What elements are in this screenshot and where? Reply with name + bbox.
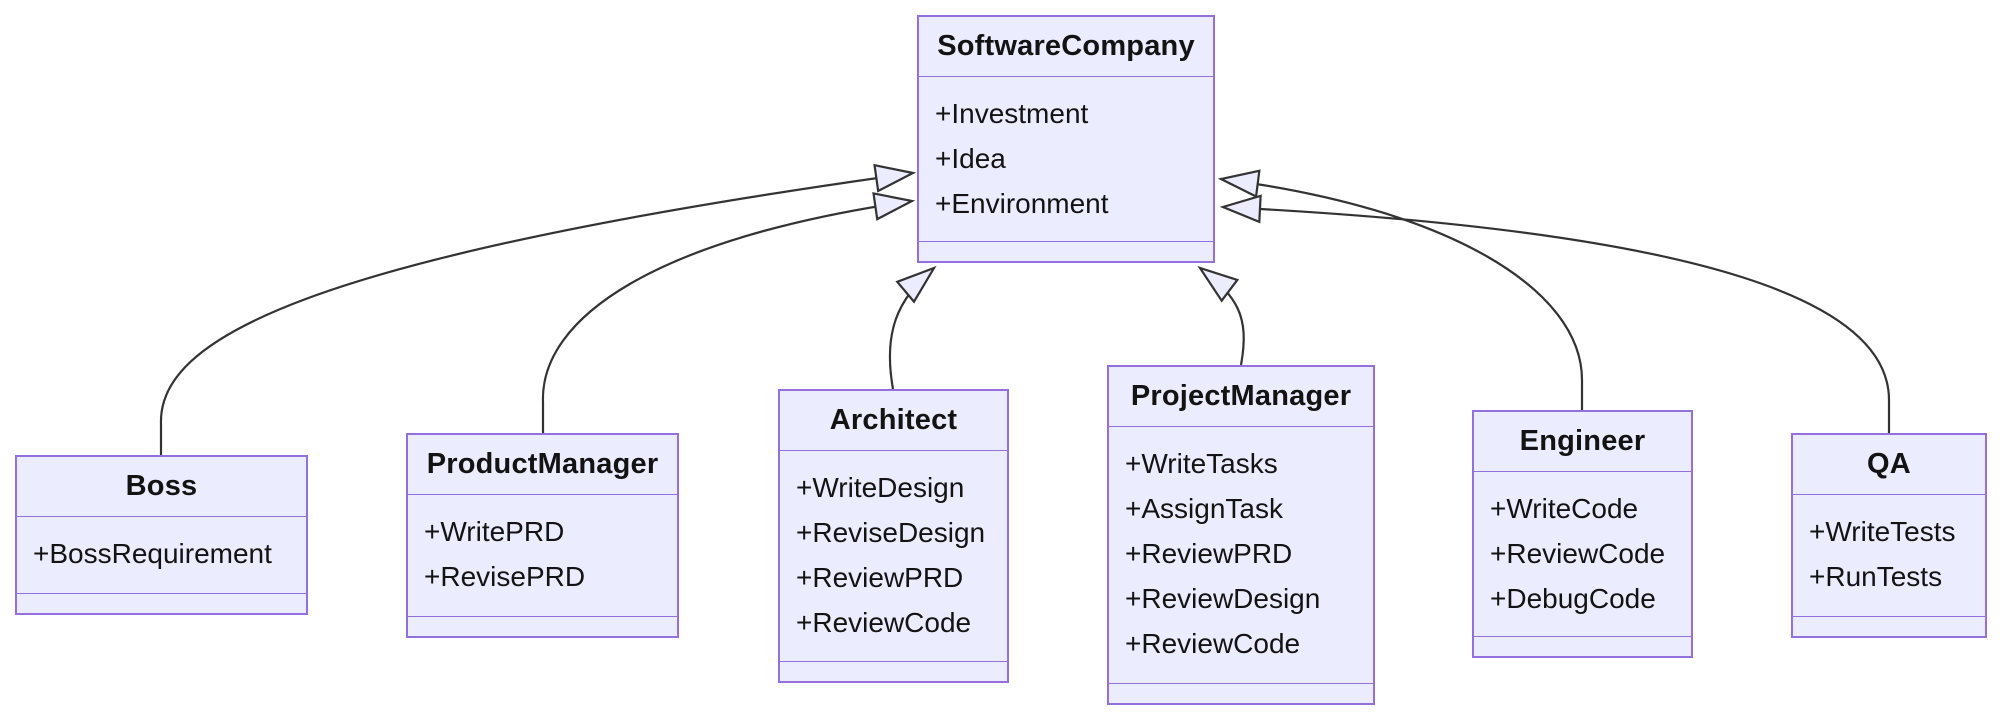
class-member: +RevisePRD [424, 561, 586, 592]
class-node-projectmanager: ProjectManager +WriteTasks +AssignTask +… [1107, 365, 1375, 705]
class-node-boss: Boss +BossRequirement [15, 455, 308, 615]
class-node-qa: QA +WriteTests +RunTests [1791, 433, 1987, 638]
class-member: +BossRequirement [33, 538, 272, 569]
class-methods-empty-section [408, 616, 677, 636]
class-member: +ReviewPRD [796, 562, 964, 593]
class-member: +ReviewCode [1125, 628, 1301, 659]
inheritance-arrow-projectmanager-to-softwarecompany [1200, 268, 1245, 366]
class-member: +WritePRD [424, 516, 565, 547]
class-members-section: +WriteCode +ReviewCode +DebugCode [1474, 472, 1691, 636]
class-members-section: +Investment +Idea +Environment [919, 77, 1213, 241]
class-member: +ReviewDesign [1125, 583, 1321, 614]
class-methods-empty-section [1109, 683, 1373, 703]
class-members-section: +WriteTests +RunTests [1793, 495, 1985, 616]
class-title: Architect [780, 391, 1007, 451]
class-members-section: +WritePRD +RevisePRD [408, 495, 677, 616]
class-member: +WriteCode [1490, 493, 1639, 524]
class-member: +AssignTask [1125, 493, 1283, 524]
class-member: +ReviewPRD [1125, 538, 1293, 569]
class-methods-empty-section [17, 593, 306, 613]
class-methods-empty-section [1793, 616, 1985, 636]
class-members-section: +WriteDesign +ReviseDesign +ReviewPRD +R… [780, 451, 1007, 661]
inheritance-arrow-qa-to-softwarecompany [1223, 207, 1891, 433]
class-methods-empty-section [1474, 636, 1691, 656]
class-members-section: +WriteTasks +AssignTask +ReviewPRD +Revi… [1109, 427, 1373, 683]
class-member: +Investment [935, 98, 1089, 129]
class-node-softwarecompany: SoftwareCompany +Investment +Idea +Envir… [917, 15, 1215, 263]
class-member: +RunTests [1809, 561, 1943, 592]
inheritance-arrow-boss-to-softwarecompany [159, 173, 913, 455]
class-methods-empty-section [780, 661, 1007, 681]
class-members-section: +BossRequirement [17, 517, 306, 593]
class-member: +WriteTests [1809, 516, 1956, 547]
class-title: QA [1793, 435, 1985, 495]
class-title: Engineer [1474, 412, 1691, 472]
class-node-engineer: Engineer +WriteCode +ReviewCode +DebugCo… [1472, 410, 1693, 658]
class-title: ProjectManager [1109, 367, 1373, 427]
class-member: +Idea [935, 143, 1006, 174]
class-member: +ReviewCode [1490, 538, 1666, 569]
class-title: Boss [17, 457, 306, 517]
inheritance-arrow-engineer-to-softwarecompany [1221, 179, 1584, 410]
class-node-productmanager: ProductManager +WritePRD +RevisePRD [406, 433, 679, 638]
class-title: ProductManager [408, 435, 677, 495]
class-member: +Environment [935, 188, 1109, 219]
class-title: SoftwareCompany [919, 17, 1213, 77]
inheritance-arrow-architect-to-softwarecompany [888, 268, 934, 390]
class-member: +WriteDesign [796, 472, 965, 503]
class-member: +ReviseDesign [796, 517, 986, 548]
class-node-architect: Architect +WriteDesign +ReviseDesign +Re… [778, 389, 1009, 683]
class-member: +WriteTasks [1125, 448, 1278, 479]
class-methods-empty-section [919, 241, 1213, 261]
inheritance-arrow-productmanager-to-softwarecompany [541, 201, 912, 433]
class-member: +DebugCode [1490, 583, 1656, 614]
class-member: +ReviewCode [796, 607, 972, 638]
